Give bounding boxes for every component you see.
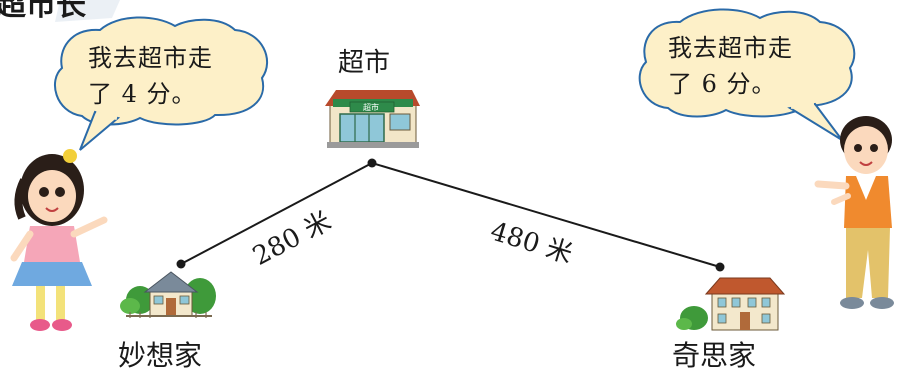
left-speech-bubble [53,16,268,151]
qisi-point [715,262,725,272]
left-bubble-line2: 了 4 分。 [88,80,197,108]
supermarket-label: 超市 [338,48,391,78]
supermarket-point [367,158,377,168]
miaoxiang-house-icon [120,271,216,318]
boy-character-icon [814,116,894,309]
miaoxiang-home-label: 妙想家 [118,339,203,372]
header-fragment [55,0,120,22]
supermarket-building-icon [325,90,420,148]
girl-character-icon [10,149,108,331]
header-fragment-text: 超市长 [0,0,86,23]
right-speech-bubble [638,8,856,141]
left-bubble-text: 我去超市走 了 4 分。 [88,40,213,112]
supermarket-sign-text: 超市 [363,103,379,112]
miaoxiang-point [176,259,186,269]
route-lines [176,158,725,272]
qisi-home-label: 奇思家 [672,339,757,372]
right-bubble-line1: 我去超市走 [668,34,793,62]
qisi-house-icon [676,277,786,331]
route-left [180,162,373,265]
right-bubble-line2: 了 6 分。 [668,70,777,98]
left-bubble-line1: 我去超市走 [88,44,213,72]
right-bubble-text: 我去超市走 了 6 分。 [668,30,793,102]
route-right [371,162,721,268]
